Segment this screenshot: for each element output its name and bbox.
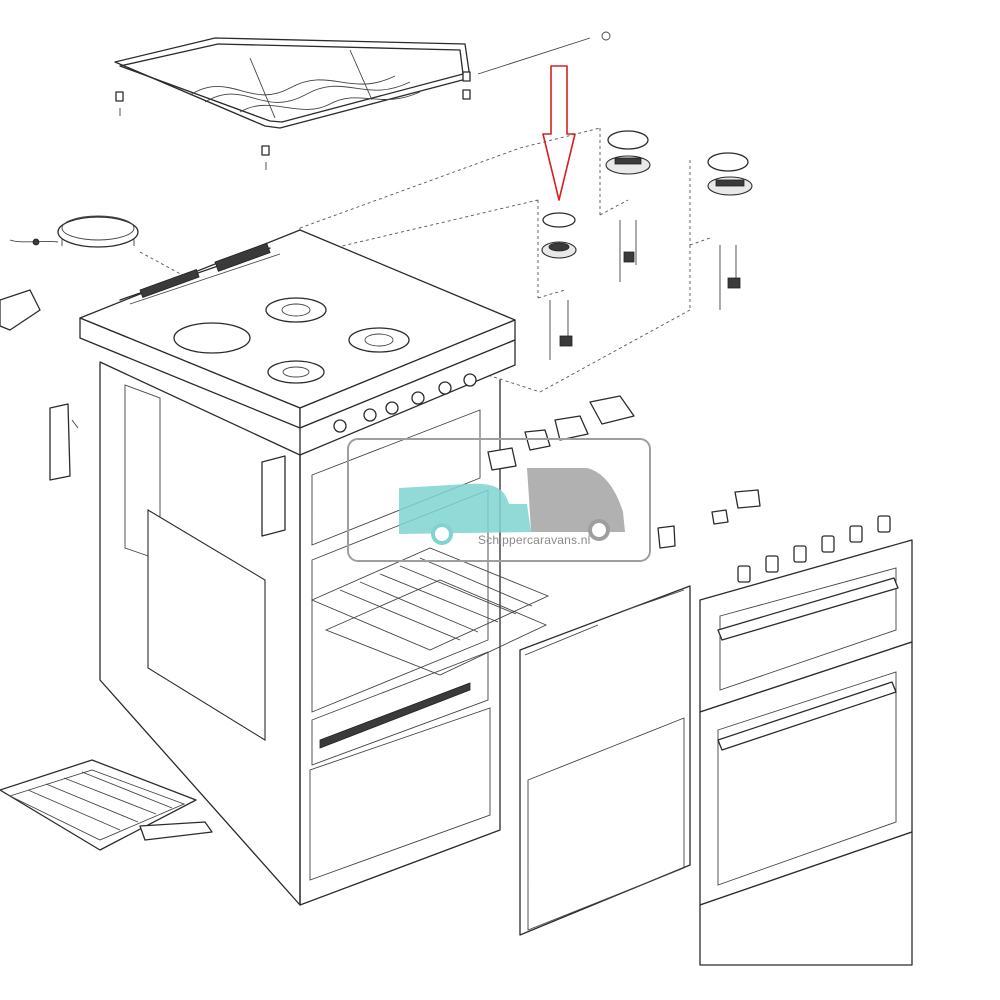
side-parts [0,289,286,537]
watermark-logo [347,438,651,562]
highlight-arrow [542,65,576,201]
door-glass-panels [519,585,691,936]
cooker-body [79,229,550,906]
grill-pan [0,759,213,851]
burner-assembly-highlighted [537,200,577,360]
electric-hotplate [9,215,139,248]
hob-ring-left [173,322,251,354]
burner-assembly-right [689,152,753,310]
burner-assembly-rear [599,128,651,282]
pan-support-grid [114,31,611,170]
front-doors [699,515,913,966]
camper-van-icon [399,468,625,545]
gas-valves [487,395,761,549]
watermark-text: Schippercaravans.nl [478,533,591,547]
